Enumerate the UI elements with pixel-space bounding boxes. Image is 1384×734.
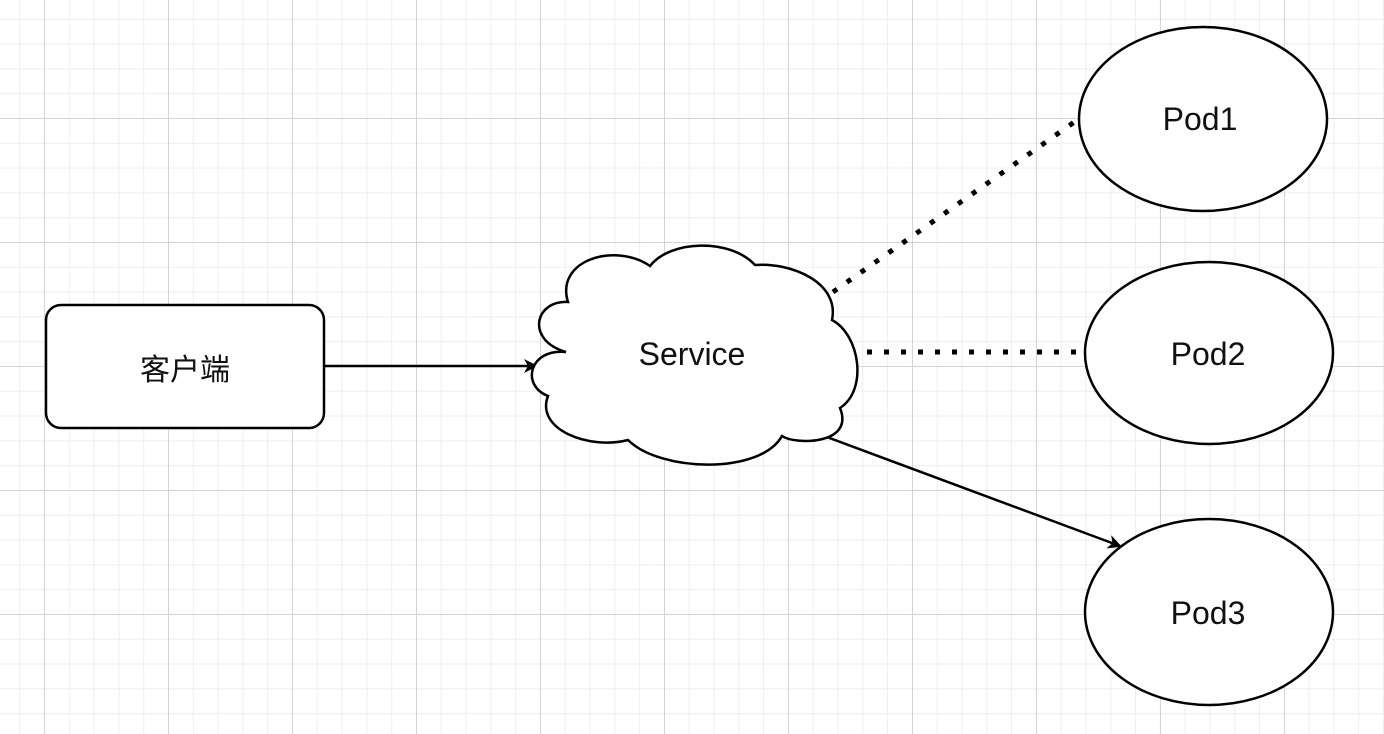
edge-service-to-pod1[interactable] — [831, 115, 1082, 295]
client-node[interactable] — [44, 303, 326, 430]
service-cloud-node[interactable] — [530, 244, 859, 466]
pod1-node[interactable] — [1077, 25, 1329, 213]
pod3-node[interactable] — [1083, 517, 1335, 707]
pod2-node[interactable] — [1083, 260, 1335, 446]
edge-service-to-pod3[interactable] — [807, 428, 1122, 549]
